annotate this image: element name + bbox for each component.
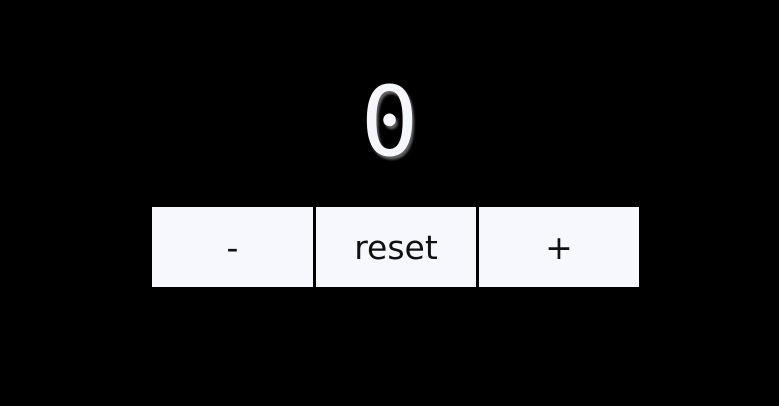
decrement-button[interactable]: - <box>152 207 313 287</box>
increment-button[interactable]: + <box>479 207 639 287</box>
counter-display: 0 <box>360 66 419 178</box>
counter-controls: - reset + <box>152 207 639 287</box>
reset-button[interactable]: reset <box>316 207 476 287</box>
